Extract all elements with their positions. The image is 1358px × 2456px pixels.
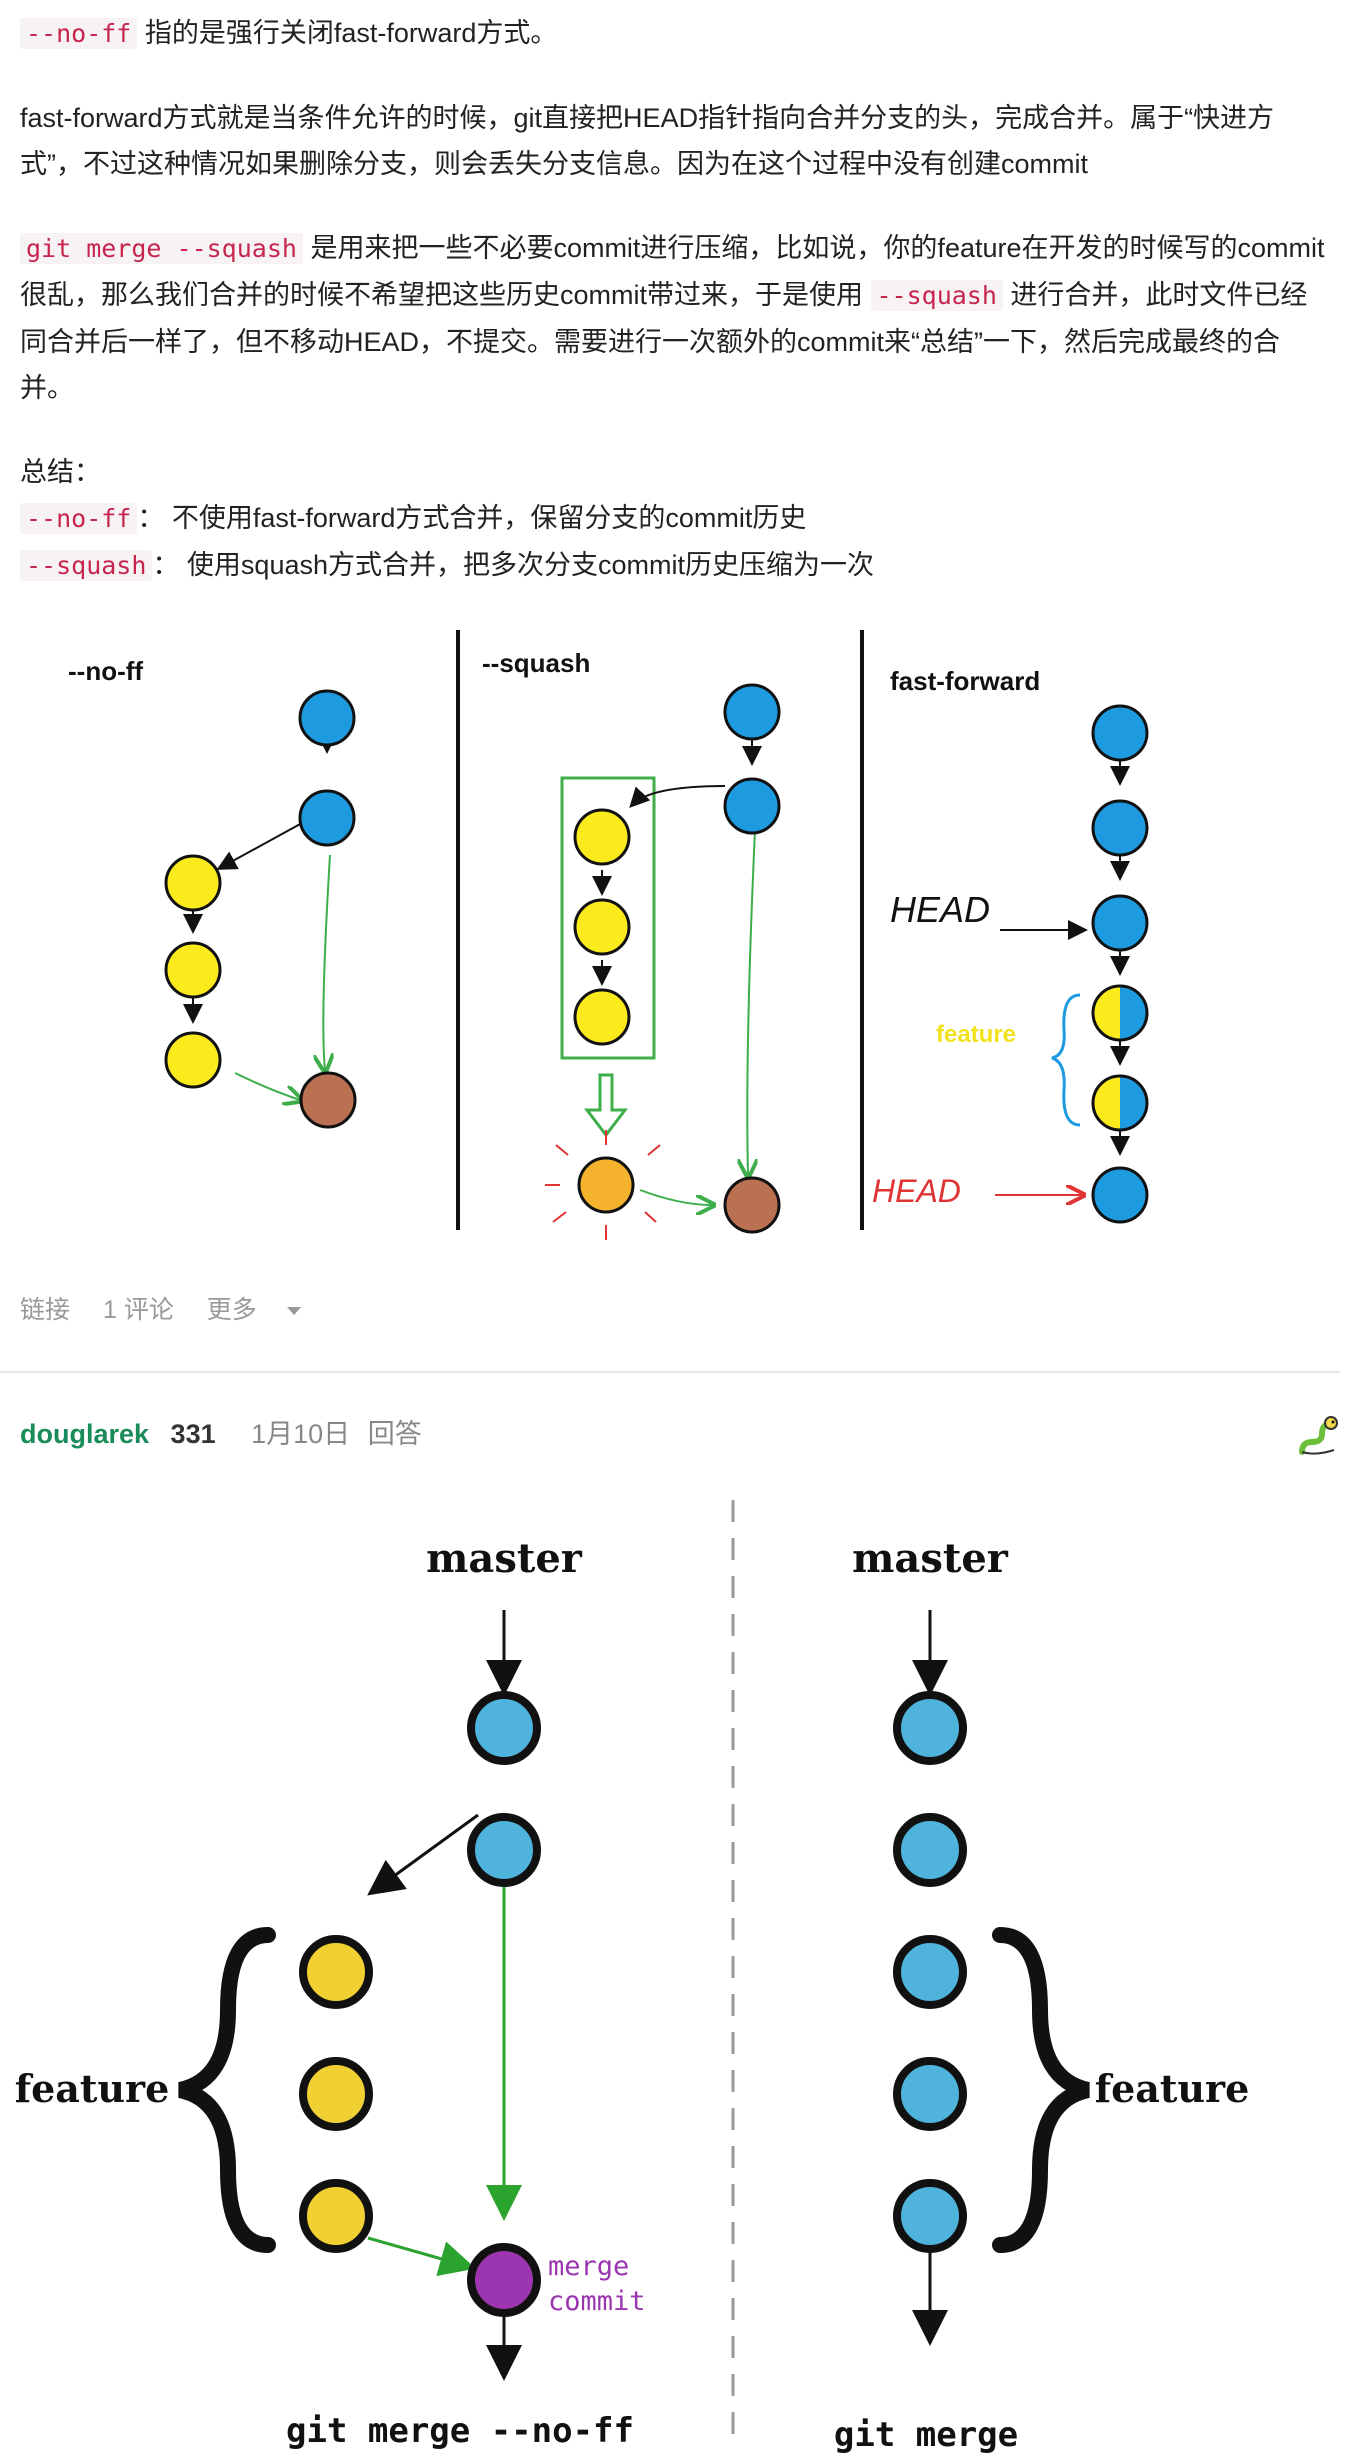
merge-node (299, 1071, 357, 1129)
commit-node (893, 2179, 967, 2253)
merge-commit-label: commit (548, 2286, 646, 2317)
summary-item-squash: --squash： 使用squash方式合并，把多次分支commit历史压缩为一… (20, 542, 1328, 589)
commit-node (893, 1691, 967, 1765)
commit-node (164, 854, 222, 912)
commit-node (467, 1813, 541, 1887)
commit-node (723, 777, 781, 835)
inline-code: --squash (20, 550, 153, 581)
inline-code: git merge --squash (20, 233, 303, 264)
caret-down-icon (286, 1307, 301, 1316)
caption-merge: git merge (834, 2415, 1018, 2455)
inline-code: --squash (870, 280, 1003, 311)
merge-diagram-image: master merge commit feature git merge --… (15, 1500, 1250, 2455)
summary-item-noff: --no-ff： 不使用fast-forward方式合并，保留分支的commit… (20, 495, 1328, 542)
commit-node (298, 789, 356, 847)
commit-node (298, 689, 356, 747)
commit-node (299, 1935, 373, 2009)
answer-link[interactable]: 回答 (367, 1419, 422, 1449)
merge-commit-label: merge (548, 2251, 629, 2282)
half-node (1091, 984, 1149, 1042)
sparkle-marks (545, 1130, 661, 1240)
commit-node (299, 2057, 373, 2131)
snake-avatar-icon[interactable] (1296, 1414, 1340, 1458)
sketch-title-noff: --no-ff (68, 656, 143, 686)
more-action[interactable]: 更多 (207, 1296, 301, 1324)
paragraph-fast-forward: fast-forward方式就是当条件允许的时候，git直接把HEAD指针指向合… (20, 103, 1275, 179)
half-node (1091, 1074, 1149, 1132)
merge-commit-node (467, 2243, 541, 2317)
commit-node (164, 1031, 222, 1089)
master-label: master (852, 1535, 1009, 1582)
commit-node (893, 1935, 967, 2009)
head-label: HEAD (872, 1173, 961, 1209)
summary-title: 总结： (20, 457, 101, 487)
master-label: master (426, 1535, 583, 1582)
feature-label: feature (1095, 2066, 1250, 2111)
sketch-title-squash: --squash (482, 648, 590, 678)
commit-node (1091, 799, 1149, 857)
feature-brace (1051, 993, 1081, 1127)
commit-node (893, 1813, 967, 1887)
link-action[interactable]: 链接 (20, 1296, 71, 1324)
username-link[interactable]: douglarek (20, 1419, 150, 1449)
commit-node (299, 2179, 373, 2253)
squash-box (560, 776, 656, 1060)
answer-date: 1月10日 (251, 1419, 351, 1449)
squash-commit-node (577, 1156, 635, 1214)
answer-divider (0, 1371, 1340, 1373)
inline-code: --no-ff (20, 18, 138, 49)
feature-label: feature (936, 1021, 1016, 1048)
feature-brace (992, 1927, 1091, 2253)
caption-no-ff: git merge --no-ff (286, 2411, 634, 2451)
sketch-image: --no-ff --squash fast-forward (68, 630, 1149, 1240)
commit-node (573, 808, 631, 866)
paragraph-squash: git merge --squash 是用来把一些不必要commit进行压缩，比… (20, 233, 1325, 403)
commit-node (573, 988, 631, 1046)
post-actions: 链接 1 评论 更多 (20, 1290, 327, 1326)
answer-meta: douglarek 331 1月10日 回答 (20, 1412, 422, 1451)
commit-node (467, 1691, 541, 1765)
line-noff: --no-ff 指的是强行关闭fast-forward方式。 (20, 10, 1328, 57)
commit-node (893, 2057, 967, 2131)
merge-node (723, 1176, 781, 1234)
commit-node (573, 898, 631, 956)
feature-label: feature (15, 2066, 170, 2111)
commit-node (1091, 1166, 1149, 1224)
squash-down-arrow (583, 1073, 629, 1138)
inline-code: --no-ff (20, 503, 138, 534)
reputation: 331 (170, 1419, 216, 1449)
comments-action[interactable]: 1 评论 (102, 1296, 174, 1324)
commit-node (164, 941, 222, 999)
head-label: HEAD (890, 889, 990, 930)
commit-node (1091, 704, 1149, 762)
sketch-title-ff: fast-forward (890, 666, 1040, 696)
answer-body: --no-ff 指的是强行关闭fast-forward方式。 fast-forw… (20, 10, 1328, 589)
commit-node (1091, 894, 1149, 952)
feature-brace (177, 1927, 276, 2253)
commit-node (723, 683, 781, 741)
